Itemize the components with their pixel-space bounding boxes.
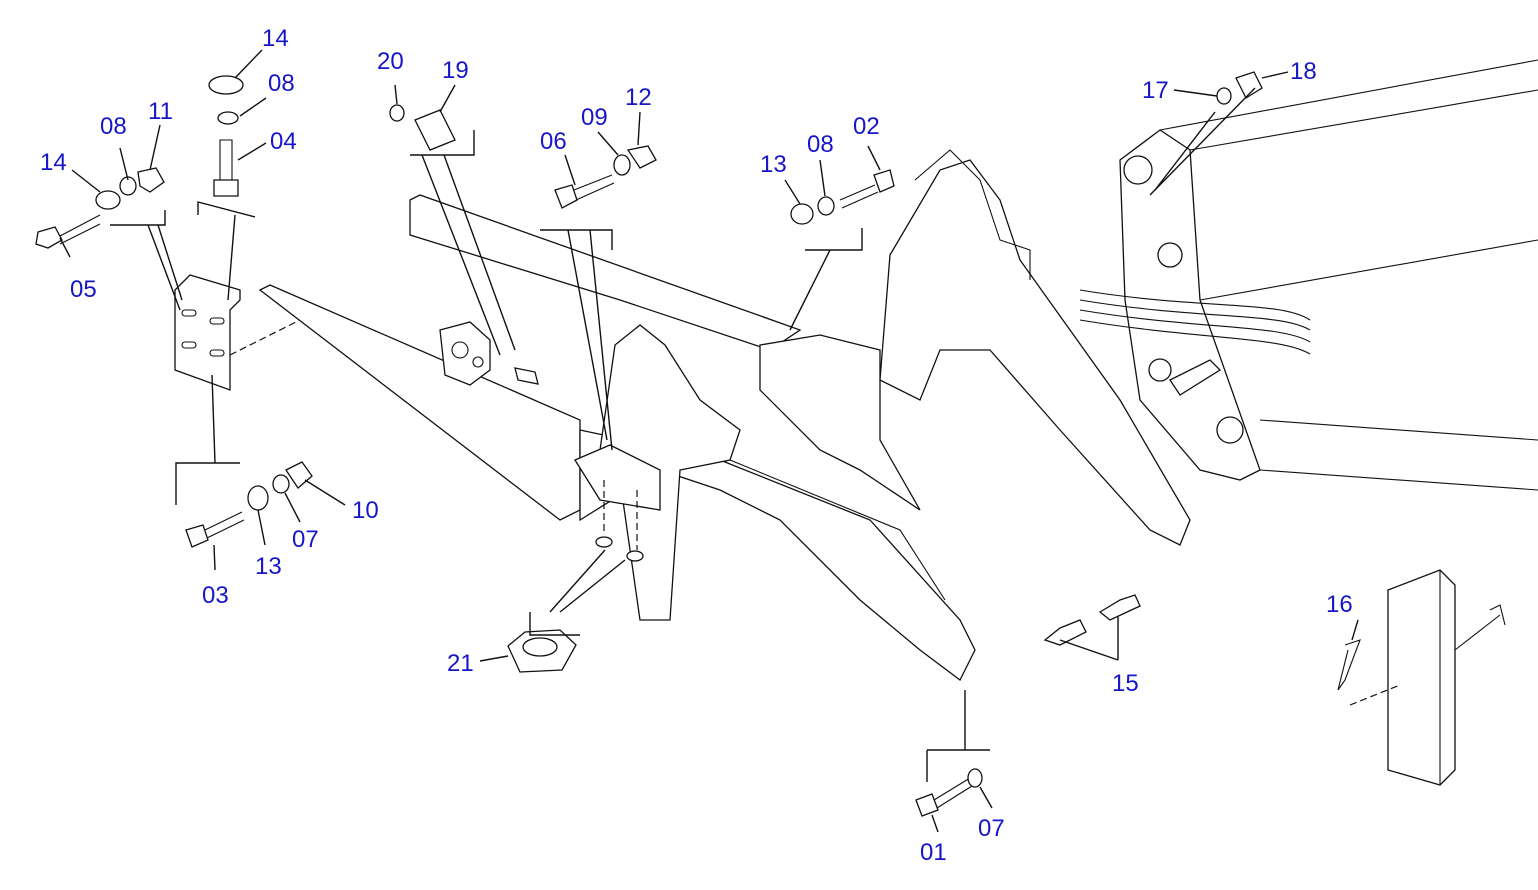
label-03: 03 [202,582,229,609]
mounting-bracket-left [174,274,301,391]
part-labels: 01 02 03 04 05 06 07 07 08 08 08 09 10 1… [40,25,1353,866]
label-06: 06 [540,128,567,155]
label-20: 20 [377,48,404,75]
label-14-top: 14 [262,25,289,52]
label-07-right: 07 [978,815,1005,842]
label-08-left: 08 [100,113,127,140]
label-05: 05 [70,276,97,303]
label-12: 12 [625,84,652,111]
label-11: 11 [148,98,173,125]
label-01: 01 [920,839,947,866]
label-08-right: 08 [807,131,834,158]
label-18: 18 [1290,58,1317,85]
label-04: 04 [270,128,297,155]
label-08-top: 08 [268,70,295,97]
label-07-left: 07 [292,526,319,553]
label-14-left: 14 [40,149,67,176]
callout-leaders [59,49,1359,833]
label-21: 21 [447,650,474,677]
control-valve [439,321,539,386]
guard-plate [1349,569,1506,786]
label-13-left: 13 [255,553,282,580]
label-09: 09 [581,104,608,131]
label-17: 17 [1142,77,1169,104]
rear-frame-assembly [1079,59,1538,491]
main-lift-arm [258,149,1191,681]
label-13-right: 13 [760,151,787,178]
label-10: 10 [352,497,379,524]
hardware-parts [35,71,1361,817]
label-19: 19 [442,57,469,84]
label-15: 15 [1112,670,1139,697]
label-02: 02 [853,113,880,140]
label-16: 16 [1326,591,1353,618]
